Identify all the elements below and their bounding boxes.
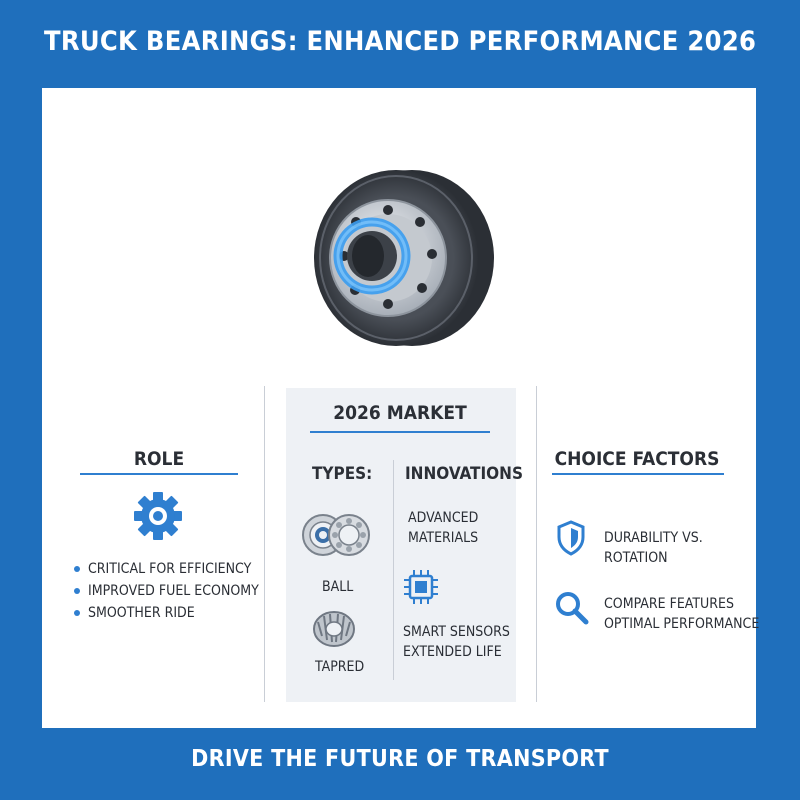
column-divider-right xyxy=(536,386,537,702)
role-heading: ROLE xyxy=(133,448,185,470)
ball-bearing-icon xyxy=(302,514,370,556)
page-title: TRUCK BEARINGS: ENHANCED PERFORMANCE 202… xyxy=(44,26,757,57)
list-item: IMPROVED FUEL ECONOMY xyxy=(74,580,259,602)
column-divider-left xyxy=(264,386,265,702)
choice-durability-line1: DURABILITY VS. xyxy=(604,530,703,546)
role-bullet-list: CRITICAL FOR EFFICIENCY IMPROVED FUEL EC… xyxy=(74,558,259,624)
role-underline xyxy=(80,473,238,475)
market-underline xyxy=(310,431,490,433)
choice-durability-line2: ROTATION xyxy=(604,550,668,566)
innovation-sensors-line1: SMART SENSORS xyxy=(403,624,510,640)
type-ball-label: BALL xyxy=(322,579,354,595)
choice-heading: CHOICE FACTORS xyxy=(554,448,720,470)
wheel-hub-illustration xyxy=(314,170,494,346)
innovation-materials-line1: ADVANCED xyxy=(408,510,479,526)
magnifier-icon xyxy=(556,592,589,625)
tapered-bearing-icon xyxy=(313,611,355,647)
types-heading: TYPES: xyxy=(312,464,373,484)
type-tapered-label: TAPRED xyxy=(315,659,365,675)
innovation-materials-line2: MATERIALS xyxy=(408,530,479,546)
list-item: CRITICAL FOR EFFICIENCY xyxy=(74,558,259,580)
choice-underline xyxy=(552,473,724,475)
gear-icon xyxy=(134,492,182,540)
market-heading: 2026 MARKET xyxy=(333,402,467,424)
list-item: SMOOTHER RIDE xyxy=(74,602,259,624)
footer-tagline: DRIVE THE FUTURE OF TRANSPORT xyxy=(191,746,609,772)
choice-compare-line2: OPTIMAL PERFORMANCE xyxy=(604,616,760,632)
shield-icon xyxy=(557,520,585,556)
market-divider xyxy=(393,460,394,680)
innovations-heading: INNOVATIONS xyxy=(405,464,523,484)
choice-compare-line1: COMPARE FEATURES xyxy=(604,596,734,612)
innovation-sensors-line2: EXTENDED LIFE xyxy=(403,644,502,660)
microchip-icon xyxy=(404,570,438,604)
